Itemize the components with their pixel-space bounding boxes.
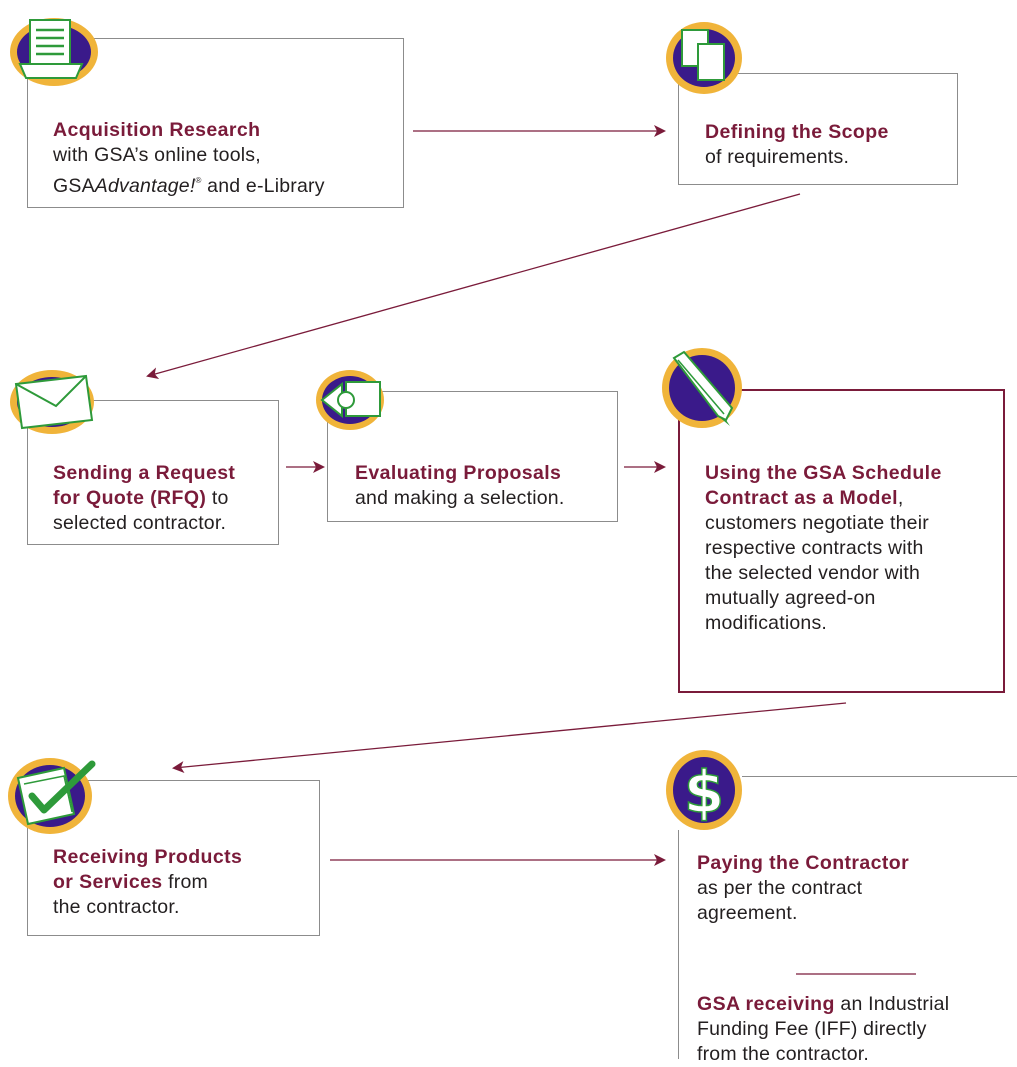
model-text: Using the GSA Schedule Contract as a Mod… bbox=[705, 461, 1005, 636]
pencil-icon bbox=[662, 348, 742, 428]
pages-icon bbox=[666, 22, 742, 94]
model-body-line1: customers negotiate their bbox=[705, 512, 929, 534]
pay-body-line2: agreement. bbox=[697, 902, 798, 924]
pay-box-top-edge bbox=[742, 776, 1017, 777]
shapes-icon bbox=[316, 370, 384, 430]
iff-line1-tail: an Industrial bbox=[834, 993, 950, 1015]
evaluate-text: Evaluating Proposals and making a select… bbox=[355, 461, 620, 511]
scope-body: of requirements. bbox=[705, 146, 850, 168]
research-title: Acquisition Research bbox=[53, 119, 261, 141]
pay-body-line1: as per the contract bbox=[697, 877, 863, 899]
research-line2: GSAAdvantage!® and e-Library bbox=[53, 168, 403, 199]
model-body-line2: respective contracts with bbox=[705, 537, 924, 559]
pay-text: Paying the Contractor as per the contrac… bbox=[697, 851, 997, 926]
research-line2-suffix: and e-Library bbox=[201, 175, 325, 197]
rfq-body: selected contractor. bbox=[53, 512, 227, 534]
svg-text:$: $ bbox=[684, 758, 724, 826]
receive-box bbox=[27, 780, 320, 936]
research-line1: with GSA’s online tools, bbox=[53, 144, 261, 166]
research-box bbox=[27, 38, 404, 208]
rfq-title-line2: for Quote (RFQ) bbox=[53, 487, 207, 509]
iff-body-line2: from the contractor. bbox=[697, 1043, 869, 1065]
iff-title: GSA receiving bbox=[697, 993, 835, 1015]
rfq-title-tail: to bbox=[206, 487, 229, 509]
rfq-text: Sending a Request for Quote (RFQ) to sel… bbox=[53, 461, 283, 536]
model-title-line2: Contract as a Model bbox=[705, 487, 898, 509]
rfq-box bbox=[27, 400, 279, 545]
dollar-icon: $ bbox=[666, 750, 742, 830]
envelope-icon bbox=[10, 370, 94, 434]
scope-box bbox=[678, 73, 958, 185]
pay-box-left-edge bbox=[678, 830, 679, 1059]
receive-title-tail: from bbox=[162, 871, 208, 893]
evaluate-box bbox=[327, 391, 618, 522]
rfq-title-line1: Sending a Request bbox=[53, 462, 236, 484]
model-title-line1: Using the GSA Schedule bbox=[705, 462, 942, 484]
arrow-model-to-receive bbox=[172, 702, 847, 774]
arrow-scope-to-rfq bbox=[146, 193, 801, 380]
scope-title: Defining the Scope bbox=[705, 121, 889, 143]
model-title-tail: , bbox=[897, 487, 904, 509]
evaluate-body: and making a selection. bbox=[355, 487, 565, 509]
document-tray-icon bbox=[10, 18, 98, 86]
evaluate-title: Evaluating Proposals bbox=[355, 462, 562, 484]
research-text: Acquisition Research with GSA’s online t… bbox=[53, 118, 403, 199]
model-box bbox=[678, 389, 1005, 693]
iff-text: GSA receiving an Industrial Funding Fee … bbox=[697, 992, 1015, 1067]
model-body-line5: modifications. bbox=[705, 612, 828, 634]
scope-text: Defining the Scope of requirements. bbox=[705, 120, 965, 170]
model-body-line4: mutually agreed-on bbox=[705, 587, 876, 609]
pay-title: Paying the Contractor bbox=[697, 852, 910, 874]
iff-body-line1: Funding Fee (IFF) directly bbox=[697, 1018, 927, 1040]
receive-body: the contractor. bbox=[53, 896, 180, 918]
receive-text: Receiving Products or Services from the … bbox=[53, 845, 318, 920]
model-body-line3: the selected vendor with bbox=[705, 562, 921, 584]
checkbox-icon bbox=[8, 758, 96, 834]
registered-mark: ® bbox=[195, 176, 202, 185]
research-line2-prefix: GSA bbox=[53, 175, 95, 197]
receive-title-line1: Receiving Products bbox=[53, 846, 243, 868]
receive-title-line2: or Services bbox=[53, 871, 163, 893]
research-advantage: Advantage! bbox=[94, 175, 196, 197]
